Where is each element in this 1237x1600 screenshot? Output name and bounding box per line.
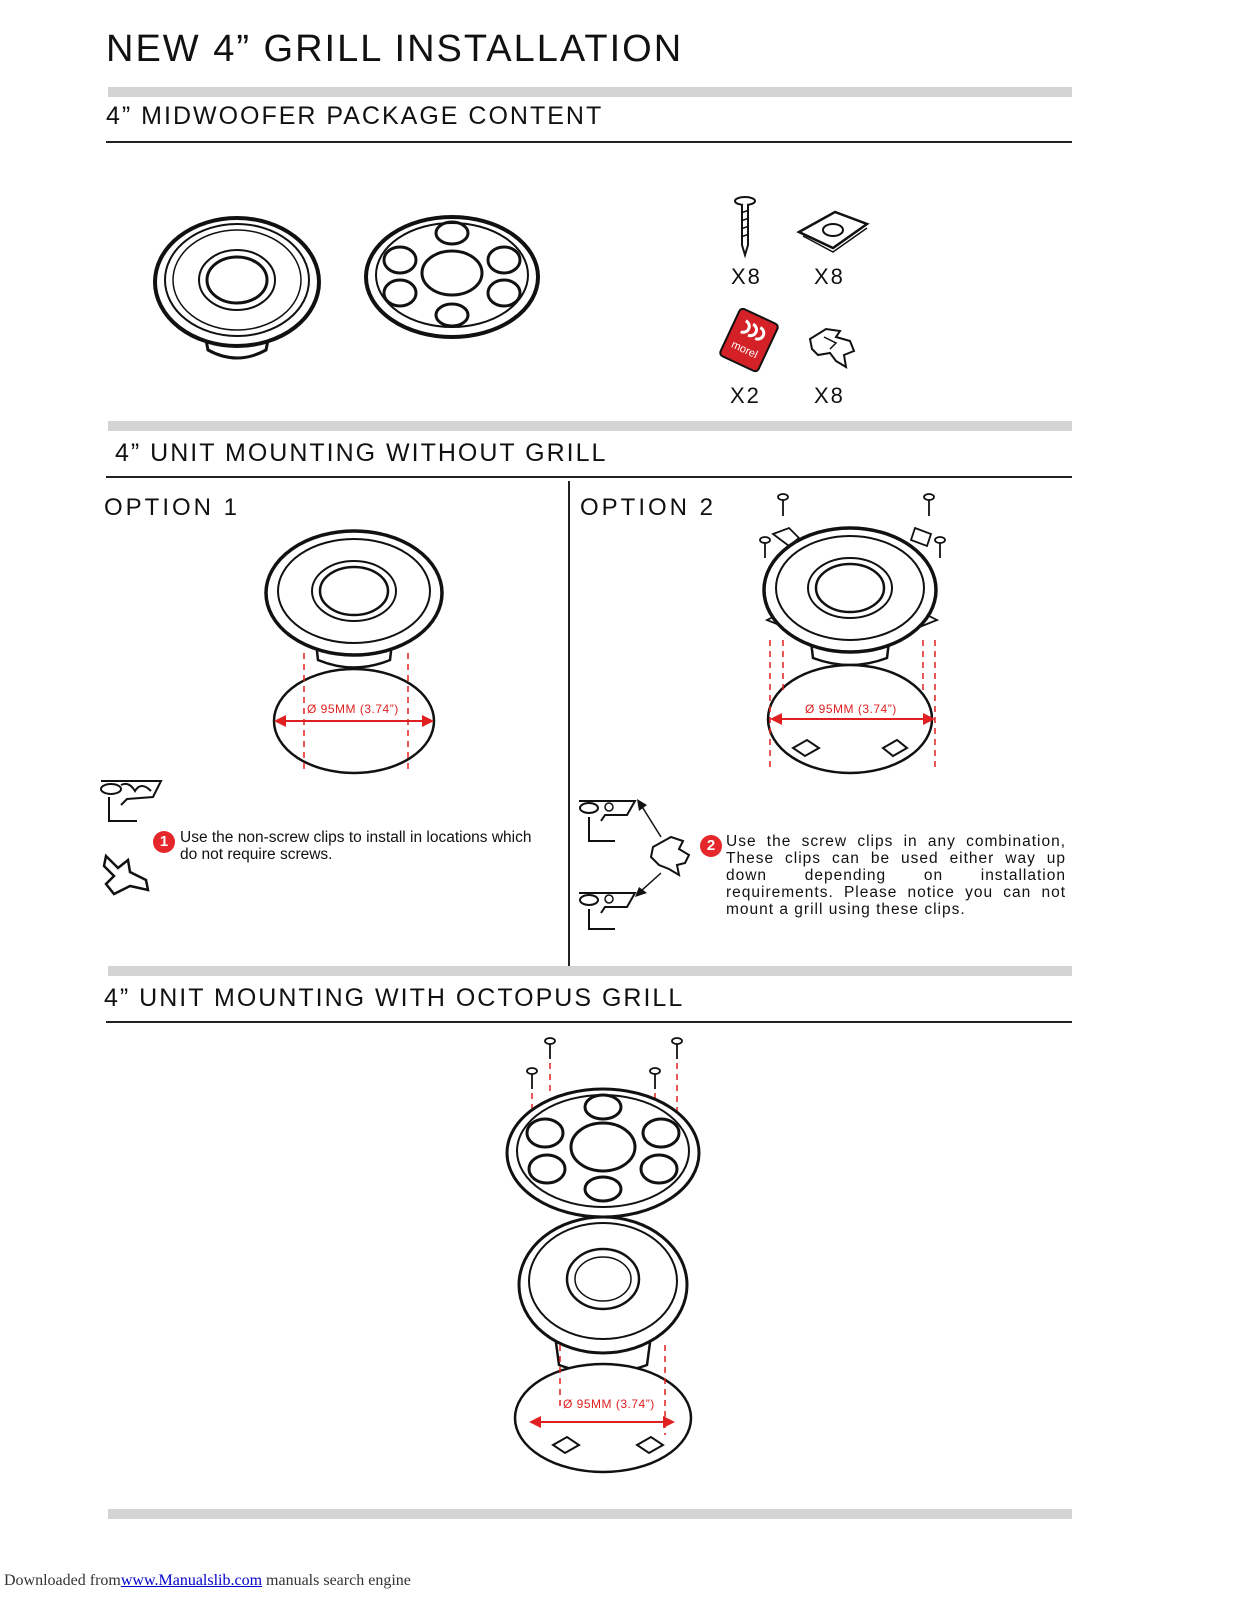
option-column-divider — [568, 481, 570, 967]
option-2-label: OPTION 2 — [580, 494, 717, 521]
qty-screw-clip: X8 — [814, 383, 845, 408]
section-divider-bar — [108, 87, 1072, 97]
screw-icon — [759, 493, 946, 558]
octopus-grill-image — [364, 215, 540, 339]
section-title-without-grill: 4” UNIT MOUNTING WITHOUT GRILL — [115, 439, 608, 467]
section-title-with-grill: 4” UNIT MOUNTING WITH OCTOPUS GRILL — [104, 984, 685, 1012]
section-title-package: 4” MIDWOOFER PACKAGE CONTENT — [106, 102, 604, 130]
octopus-grill-mounting-diagram — [505, 1037, 701, 1474]
step-1-text: Use the non-screw clips to install in lo… — [180, 829, 532, 863]
option-1-label: OPTION 1 — [104, 494, 241, 521]
page-title: NEW 4” GRILL INSTALLATION — [106, 28, 684, 70]
footer-prefix: Downloaded from — [4, 1572, 121, 1589]
option-1-dimension: Ø 95MM (3.74”) — [307, 702, 399, 716]
footer: Downloaded fromwww.Manualslib.com manual… — [4, 1572, 411, 1590]
non-screw-clip-icon — [102, 853, 150, 896]
section-rule — [106, 476, 1072, 478]
screw-icon — [526, 1037, 683, 1089]
step-2-text: Use the screw clips in any combination, … — [726, 833, 1066, 918]
qty-screw: X8 — [731, 264, 762, 289]
screw-icon — [734, 196, 756, 259]
section-divider-bar — [108, 966, 1072, 976]
section-divider-bar — [108, 421, 1072, 431]
step-2-badge: 2 — [700, 835, 722, 857]
section-divider-bar — [108, 1509, 1072, 1519]
option-1-speaker-diagram — [264, 529, 444, 775]
non-screw-clip-side-icon — [100, 780, 163, 822]
qty-clip-plate: X8 — [814, 264, 845, 289]
option-2-dimension: Ø 95MM (3.74”) — [805, 702, 897, 716]
screw-clip-orientation-diagram — [579, 799, 691, 930]
screw-clip-icon — [808, 327, 856, 369]
section-rule — [106, 1021, 1072, 1023]
step-1-badge: 1 — [153, 831, 175, 853]
grill-dimension: Ø 95MM (3.74”) — [563, 1397, 655, 1411]
option-2-speaker-diagram — [759, 493, 946, 775]
manualslib-link[interactable]: www.Manualslib.com — [120, 1572, 263, 1589]
section-rule — [106, 141, 1072, 143]
clip-plate-icon — [796, 210, 870, 253]
qty-morel-badge: X2 — [730, 383, 761, 408]
midwoofer-speaker-image — [153, 216, 321, 360]
footer-suffix: manuals search engine — [262, 1572, 411, 1589]
morel-badge-icon: morel — [719, 307, 779, 373]
